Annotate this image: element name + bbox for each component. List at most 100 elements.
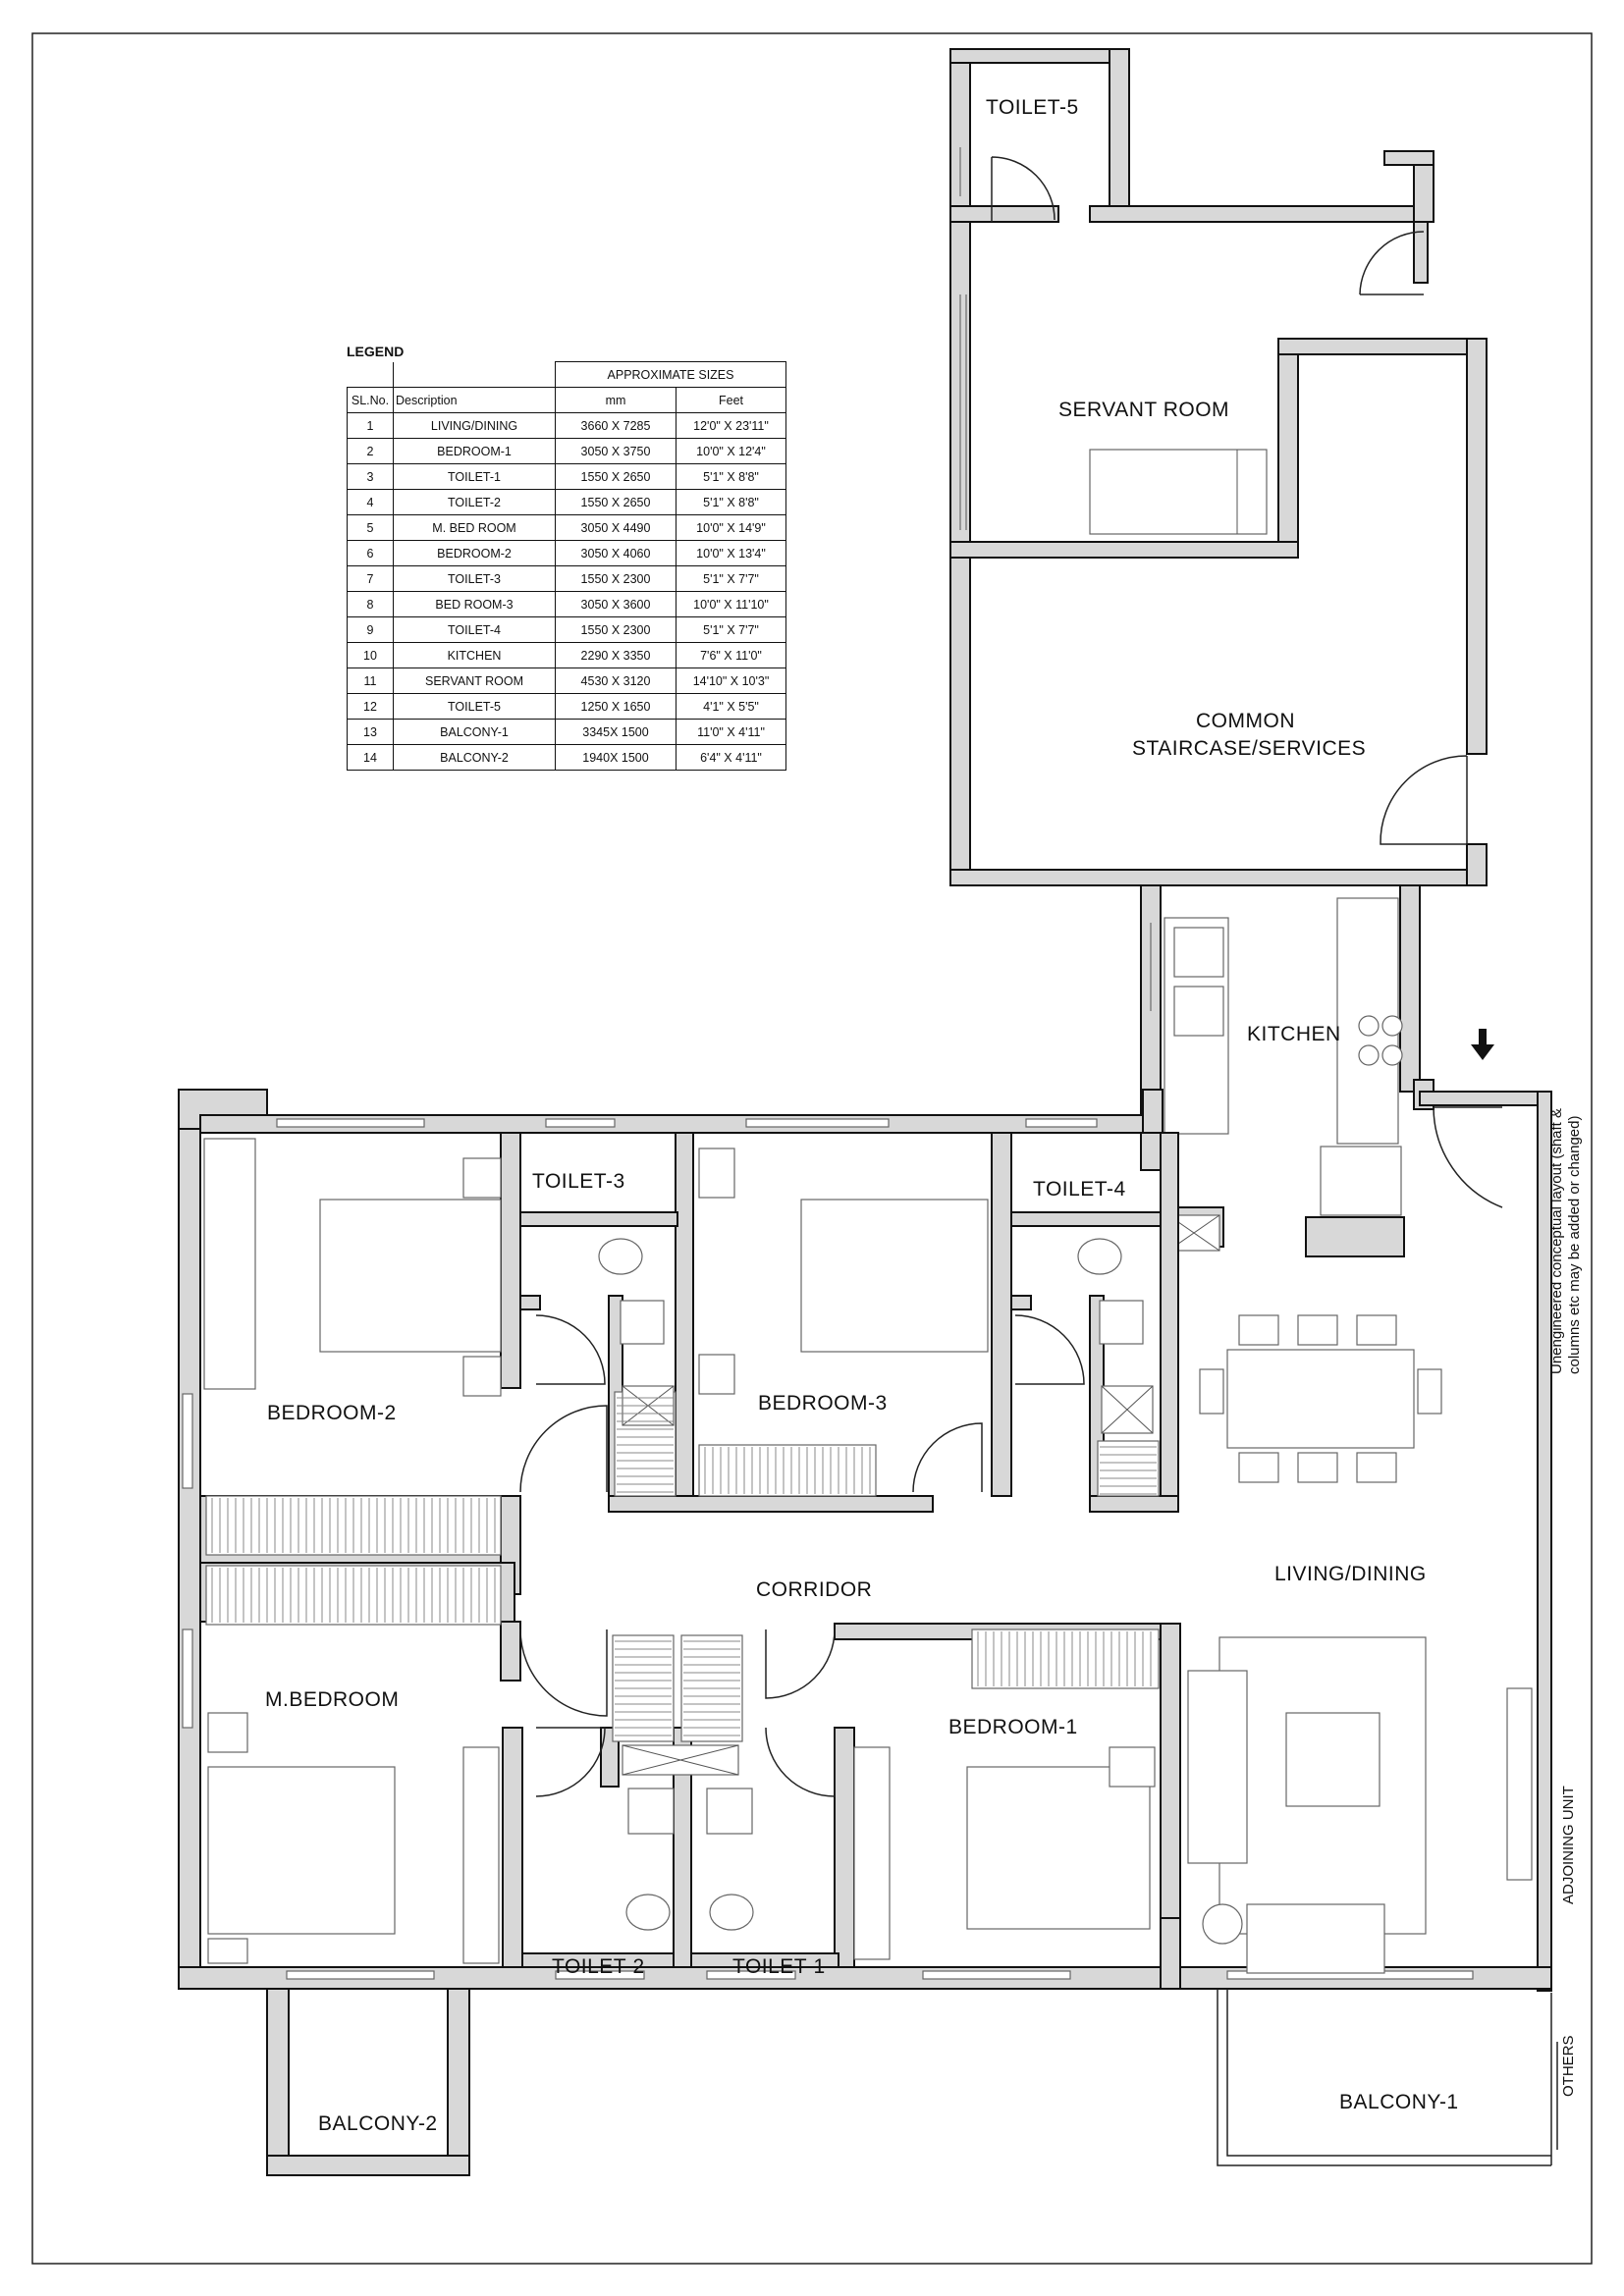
- legend-cell-mm: 1550 X 2300: [555, 616, 677, 643]
- label-toilet-3: TOILET-3: [532, 1170, 625, 1193]
- label-toilet-1: TOILET-1: [732, 1955, 826, 1978]
- label-balcony-2: BALCONY-2: [318, 2112, 438, 2135]
- legend-cell-feet: 14'10" X 10'3": [676, 667, 786, 694]
- legend-cell-mm: 3660 X 7285: [555, 412, 677, 439]
- label-bedroom-1: BEDROOM-1: [948, 1716, 1078, 1738]
- legend-cell-slno: 10: [347, 642, 394, 668]
- legend-cell-mm: 1550 X 2300: [555, 565, 677, 592]
- legend-cell-feet: 12'0" X 23'11": [676, 412, 786, 439]
- legend-cell-feet: 10'0" X 13'4": [676, 540, 786, 566]
- dining-table: [1199, 1314, 1442, 1483]
- kitchen-counter: [1164, 897, 1403, 1216]
- legend-cell-mm: 3050 X 4060: [555, 540, 677, 566]
- legend-cell-desc: TOILET-2: [393, 489, 556, 515]
- legend-cell-desc: BED ROOM-3: [393, 591, 556, 617]
- legend-cell-mm: 1940X 1500: [555, 744, 677, 771]
- legend-cell-desc: BEDROOM-2: [393, 540, 556, 566]
- legend-cell-feet: 5'1" X 7'7": [676, 565, 786, 592]
- legend: LEGEND APPROXIMATE SIZES SL.No. Descript…: [347, 344, 788, 771]
- legend-cell-desc: BALCONY-2: [393, 744, 556, 771]
- beds: [203, 1138, 1156, 1964]
- legend-blank: [393, 361, 556, 388]
- wardrobe-hatch: [615, 1640, 672, 1736]
- wardrobe-hatch: [1100, 1446, 1157, 1495]
- legend-col-desc: Description: [393, 387, 556, 413]
- legend-cell-feet: 6'4" X 4'11": [676, 744, 786, 771]
- legend-cell-mm: 4530 X 3120: [555, 667, 677, 694]
- label-toilet-4: TOILET-4: [1033, 1178, 1126, 1201]
- legend-cell-slno: 5: [347, 514, 394, 541]
- legend-cell-feet: 11'0" X 4'11": [676, 719, 786, 745]
- wardrobe-hatch: [704, 1447, 871, 1494]
- upper-block-walls: [949, 48, 1488, 886]
- legend-cell-slno: 9: [347, 616, 394, 643]
- legend-cell-mm: 3050 X 4490: [555, 514, 677, 541]
- note-others: OTHERS: [1560, 2035, 1577, 2097]
- legend-cell-slno: 6: [347, 540, 394, 566]
- legend-cell-desc: BALCONY-1: [393, 719, 556, 745]
- label-bedroom-2: BEDROOM-2: [267, 1402, 397, 1424]
- legend-cell-desc: TOILET-3: [393, 565, 556, 592]
- legend-cell-feet: 5'1" X 8'8": [676, 463, 786, 490]
- label-toilet-5: TOILET-5: [986, 96, 1079, 119]
- legend-cell-desc: BEDROOM-1: [393, 438, 556, 464]
- legend-cell-slno: 4: [347, 489, 394, 515]
- legend-col-slno: SL.No.: [347, 387, 394, 413]
- wardrobe-hatch: [211, 1568, 496, 1623]
- label-servant-room: SERVANT ROOM: [1058, 399, 1229, 421]
- label-m-bedroom: M.BEDROOM: [265, 1688, 399, 1711]
- wardrobe-hatch: [211, 1498, 496, 1553]
- legend-cell-slno: 1: [347, 412, 394, 439]
- legend-cell-feet: 7'6" X 11'0": [676, 642, 786, 668]
- legend-title: LEGEND: [347, 344, 405, 359]
- legend-cell-feet: 10'0" X 14'9": [676, 514, 786, 541]
- legend-cell-feet: 4'1" X 5'5": [676, 693, 786, 720]
- wardrobe-hatch: [977, 1631, 1152, 1686]
- legend-cell-desc: SERVANT ROOM: [393, 667, 556, 694]
- legend-cell-feet: 10'0" X 11'10": [676, 591, 786, 617]
- legend-group-header: APPROXIMATE SIZES: [555, 361, 786, 388]
- legend-cell-slno: 8: [347, 591, 394, 617]
- label-bedroom-3: BEDROOM-3: [758, 1392, 888, 1415]
- legend-cell-slno: 7: [347, 565, 394, 592]
- wardrobe-hatch: [683, 1640, 740, 1736]
- legend-cell-mm: 3050 X 3750: [555, 438, 677, 464]
- legend-cell-feet: 10'0" X 12'4": [676, 438, 786, 464]
- legend-cell-mm: 1550 X 2650: [555, 463, 677, 490]
- doors: [519, 1106, 1503, 1797]
- legend-cell-slno: 12: [347, 693, 394, 720]
- legend-cell-mm: 3345X 1500: [555, 719, 677, 745]
- legend-header-row: APPROXIMATE SIZES: [347, 361, 786, 388]
- label-staircase-services: STAIRCASE/SERVICES: [1132, 737, 1366, 760]
- legend-cell-mm: 1250 X 1650: [555, 693, 677, 720]
- sheet-border: [31, 32, 1593, 2265]
- legend-cell-feet: 5'1" X 7'7": [676, 616, 786, 643]
- label-common: COMMON: [1196, 710, 1295, 732]
- label-balcony-1: BALCONY-1: [1339, 2091, 1459, 2113]
- legend-table: APPROXIMATE SIZES SL.No. Description mm …: [347, 361, 786, 771]
- arrow-down-icon: [1471, 1029, 1494, 1060]
- legend-blank: [347, 361, 394, 388]
- legend-cell-mm: 1550 X 2650: [555, 489, 677, 515]
- legend-cell-desc: TOILET-1: [393, 463, 556, 490]
- legend-cell-feet: 5'1" X 8'8": [676, 489, 786, 515]
- legend-cell-slno: 14: [347, 744, 394, 771]
- legend-col-feet: Feet: [676, 387, 786, 413]
- label-kitchen: KITCHEN: [1247, 1023, 1341, 1045]
- note-unengineered-2: columns etc may be added or changed): [1566, 1116, 1583, 1375]
- legend-cell-slno: 2: [347, 438, 394, 464]
